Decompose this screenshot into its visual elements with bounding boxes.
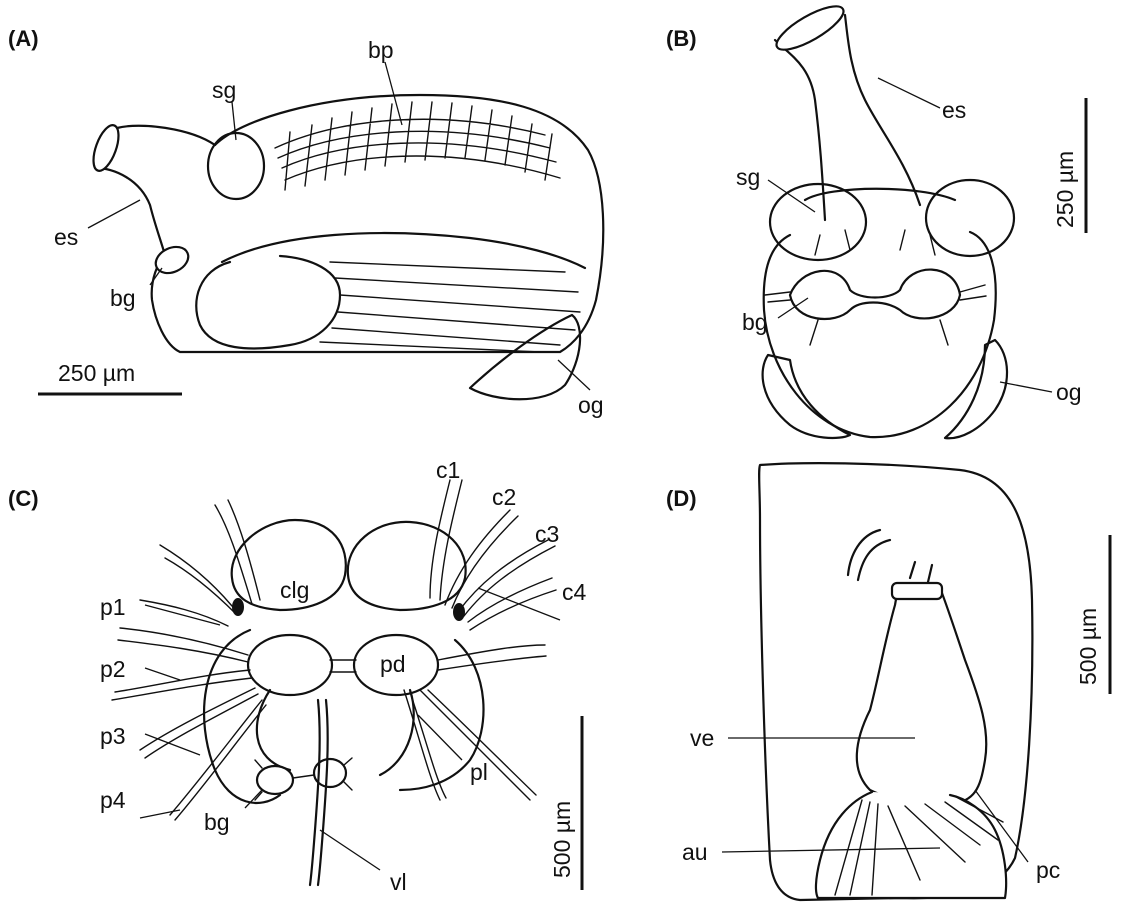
- panel-c-p1-leader: [145, 605, 220, 625]
- panel-a-gut-stripes: [320, 262, 580, 352]
- panel-c: (C) c1 c2 c3 c4 p1: [8, 457, 587, 895]
- panel-c-label-c2: c2: [492, 484, 516, 510]
- panel-c-label-p1: p1: [100, 594, 126, 620]
- panel-a-label-sg: sg: [212, 77, 236, 103]
- panel-b-og-right: [945, 340, 1007, 438]
- panel-c-vl-leader: [320, 830, 380, 870]
- panel-d-letter: (D): [666, 486, 697, 511]
- panel-c-scale-label: 500 µm: [549, 801, 575, 878]
- panel-a-label-bg: bg: [110, 285, 136, 311]
- panel-b-og-leader: [1000, 382, 1052, 392]
- panel-a: (A) sg bp es bg og 250 µm: [8, 26, 604, 418]
- panel-c-vl: [310, 700, 328, 885]
- panel-b-bg-pair: [790, 270, 960, 319]
- panel-b-scale-label: 250 µm: [1052, 151, 1078, 228]
- panel-d-scale-label: 500 µm: [1075, 608, 1101, 685]
- panel-c-p4-leader: [140, 810, 180, 818]
- panel-d-label-ve: ve: [690, 725, 714, 751]
- panel-c-label-p2: p2: [100, 656, 126, 682]
- panel-a-og-leader: [558, 360, 590, 390]
- panel-a-bp-leader: [385, 62, 402, 125]
- panel-d-ventricle-cap: [892, 583, 942, 599]
- panel-d-label-au: au: [682, 839, 708, 865]
- panel-b-label-bg: bg: [742, 309, 768, 335]
- panel-a-label-og: og: [578, 392, 604, 418]
- panel-a-scale-label: 250 µm: [58, 360, 135, 386]
- panel-c-label-bg: bg: [204, 809, 230, 835]
- panel-a-es-leader: [88, 200, 140, 228]
- panel-a-bg-ellipse: [152, 242, 193, 278]
- panel-d: (D) ve au pc 500 µm: [666, 463, 1110, 900]
- panel-b-label-es: es: [942, 97, 966, 123]
- panel-a-letter: (A): [8, 26, 39, 51]
- panel-a-gut: [196, 233, 585, 348]
- panel-c-bg-left: [257, 766, 293, 794]
- panel-d-label-pc: pc: [1036, 857, 1060, 883]
- panel-c-label-pl: pl: [470, 759, 488, 785]
- panel-a-bp-grid: [275, 102, 560, 190]
- panel-a-sg-ellipse: [208, 133, 264, 199]
- panel-c-label-vl: vl: [390, 869, 407, 895]
- panel-a-label-es: es: [54, 224, 78, 250]
- panel-c-label-c3: c3: [535, 521, 559, 547]
- panel-b-es-leader: [878, 78, 940, 108]
- panel-c-label-c1: c1: [436, 457, 460, 483]
- panel-c-label-pd: pd: [380, 651, 406, 677]
- panel-a-esophagus-opening: [88, 122, 123, 174]
- panel-c-label-p3: p3: [100, 723, 126, 749]
- panel-c-label-clg: clg: [280, 577, 309, 603]
- panel-b-og-left: [763, 355, 850, 438]
- panel-c-p2-leader: [145, 668, 180, 680]
- panel-d-vessels: [848, 530, 932, 582]
- panel-b-label-og: og: [1056, 379, 1082, 405]
- panel-d-ventricle: [857, 588, 986, 805]
- panel-b-esophagus-opening: [771, 0, 849, 57]
- panel-c-label-p4: p4: [100, 787, 126, 813]
- panel-a-og-cluster: [470, 315, 580, 399]
- panel-c-letter: (C): [8, 486, 39, 511]
- panel-c-label-c4: c4: [562, 579, 587, 605]
- panel-a-label-bp: bp: [368, 37, 394, 63]
- panel-b-letter: (B): [666, 26, 697, 51]
- panel-c-pd-left: [248, 635, 332, 695]
- panel-b-body-outline: [764, 232, 996, 437]
- panel-c-pd-commissure: [330, 660, 356, 672]
- panel-b-sg-right: [926, 180, 1014, 256]
- panel-b-label-sg: sg: [736, 164, 760, 190]
- panel-c-eye-left: [232, 598, 244, 616]
- panel-b: (B) es sg bg og 250 µm: [666, 0, 1086, 438]
- panel-c-bg-leader: [245, 790, 262, 808]
